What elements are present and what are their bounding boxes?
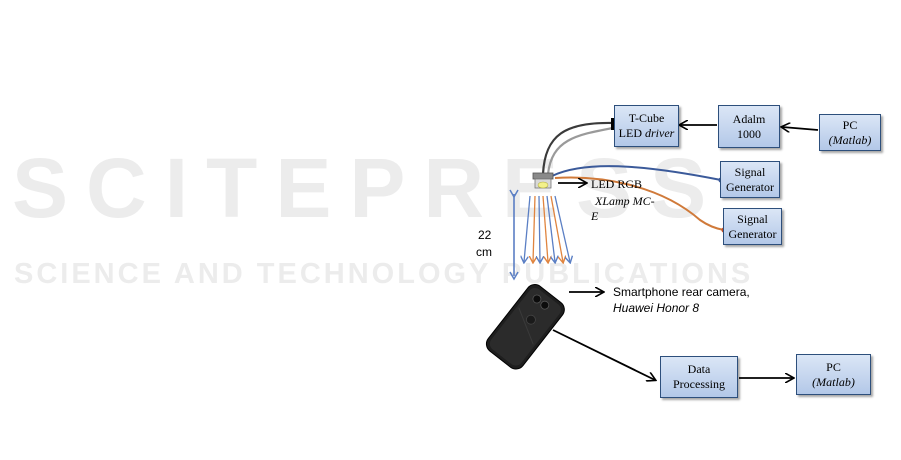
led-label-line3: E — [591, 209, 598, 223]
led-label-line1: LED RGB — [591, 177, 642, 191]
signal1-subtitle: Generator — [726, 180, 774, 195]
camera-label-line2: Huawei Honor 8 — [613, 301, 699, 315]
pc-bottom-box: PC (Matlab) — [796, 354, 871, 395]
camera-label-line1: Smartphone rear camera, — [613, 285, 750, 299]
tcube-driver: driver — [645, 126, 674, 140]
adalm-model: 1000 — [737, 127, 761, 142]
signal2-subtitle: Generator — [729, 227, 777, 242]
signal1-title: Signal — [735, 165, 766, 180]
led-label-line2: XLamp MC- — [595, 194, 655, 208]
adalm-box: Adalm 1000 — [718, 105, 780, 148]
led-lamp — [533, 173, 553, 188]
signal2-title: Signal — [737, 212, 768, 227]
pc-top-title: PC — [843, 118, 858, 133]
tcube-led: LED — [619, 126, 645, 140]
pc-top-software: (Matlab) — [829, 133, 872, 148]
pc-top-box: PC (Matlab) — [819, 114, 881, 151]
arrow-phone-to-processing — [553, 330, 655, 380]
pc-bottom-software: (Matlab) — [812, 375, 855, 390]
signal-generator-1-box: Signal Generator — [720, 161, 780, 198]
pc-bottom-title: PC — [826, 360, 841, 375]
arrow-pc-to-adalm — [782, 127, 818, 130]
data-subtitle: Processing — [673, 377, 725, 392]
signal-generator-2-box: Signal Generator — [723, 208, 782, 245]
adalm-title: Adalm — [733, 112, 766, 127]
data-title: Data — [688, 362, 711, 377]
tcube-title: T-Cube — [629, 111, 665, 126]
distance-value: 22 — [478, 228, 491, 242]
distance-unit: cm — [476, 245, 492, 259]
data-processing-box: Data Processing — [660, 356, 738, 398]
smartphone-image — [483, 281, 568, 373]
tcube-led-driver-box: T-Cube LED driver — [614, 105, 679, 147]
